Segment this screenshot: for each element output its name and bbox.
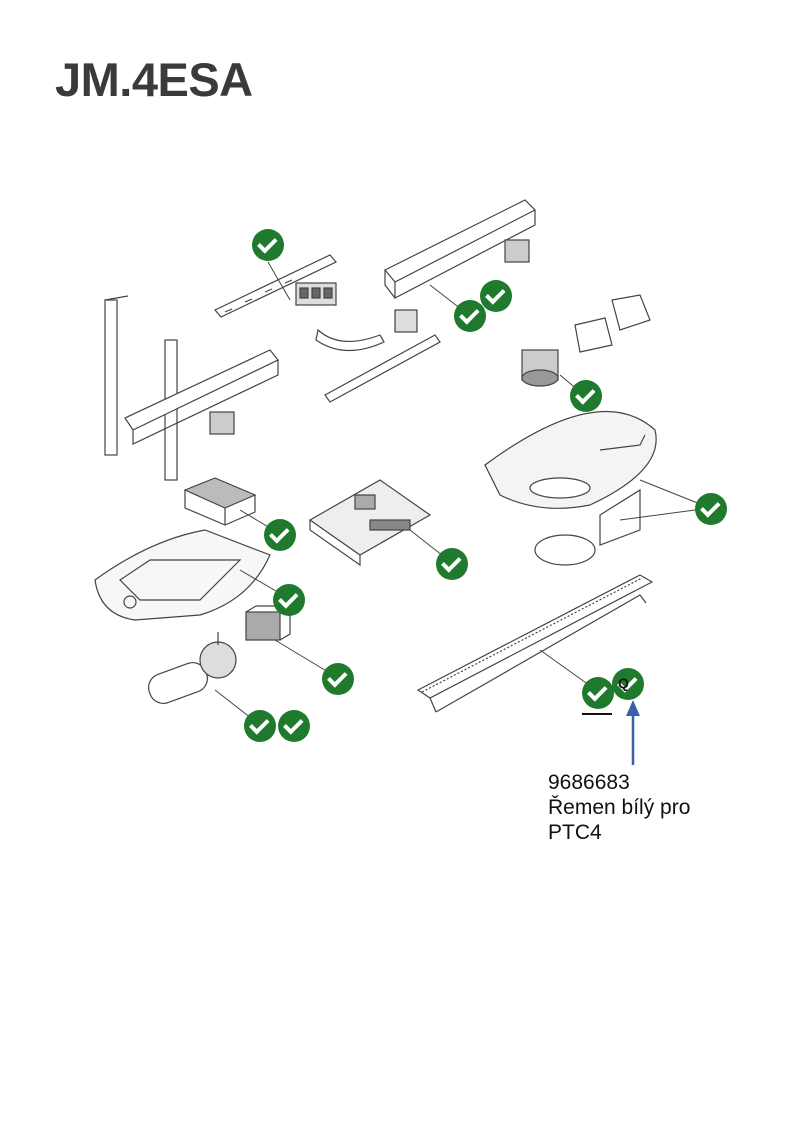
page-title: JM.4ESA <box>55 53 253 106</box>
lower-rail <box>124 349 279 445</box>
base-plate <box>94 529 271 621</box>
control-board <box>308 479 432 567</box>
check-icon <box>612 668 644 700</box>
rail-clip-lower <box>209 411 235 435</box>
pulley-carriage <box>295 282 337 306</box>
rail-bracket-plate <box>214 254 337 318</box>
check-icon <box>695 493 727 525</box>
check-icon <box>244 710 276 742</box>
belt-q-mark: Q <box>618 675 629 691</box>
check-icon <box>273 584 305 616</box>
check-icon <box>582 677 614 709</box>
vertical-post-left <box>104 295 129 456</box>
motor <box>148 632 237 705</box>
check-icon <box>436 548 468 580</box>
part-description: Řemen bílý pro <box>548 796 691 819</box>
part-number: 9686683 <box>548 771 630 794</box>
check-icon <box>278 710 310 742</box>
end-bracket <box>574 294 651 353</box>
light-lens <box>534 488 641 566</box>
upper-rail <box>384 199 537 299</box>
check-icon <box>264 519 296 551</box>
transformer <box>245 605 293 641</box>
rail-clip-upper <box>504 239 530 263</box>
check-icon <box>454 300 486 332</box>
check-icon <box>322 663 354 695</box>
part-description-2: PTC4 <box>548 821 602 844</box>
housing-cover <box>484 411 657 509</box>
belt <box>416 574 654 713</box>
part-callout: 9686683 Řemen bílý pro PTC4 <box>548 770 690 845</box>
curved-arm <box>315 328 385 352</box>
bracket-small <box>394 309 418 333</box>
gear-box <box>183 477 257 526</box>
long-plate <box>324 334 441 403</box>
check-icon <box>570 380 602 412</box>
check-icon <box>480 280 512 312</box>
callout-arrow <box>626 700 640 765</box>
check-icon <box>252 229 284 261</box>
trolley <box>521 349 559 387</box>
underline <box>582 713 612 715</box>
